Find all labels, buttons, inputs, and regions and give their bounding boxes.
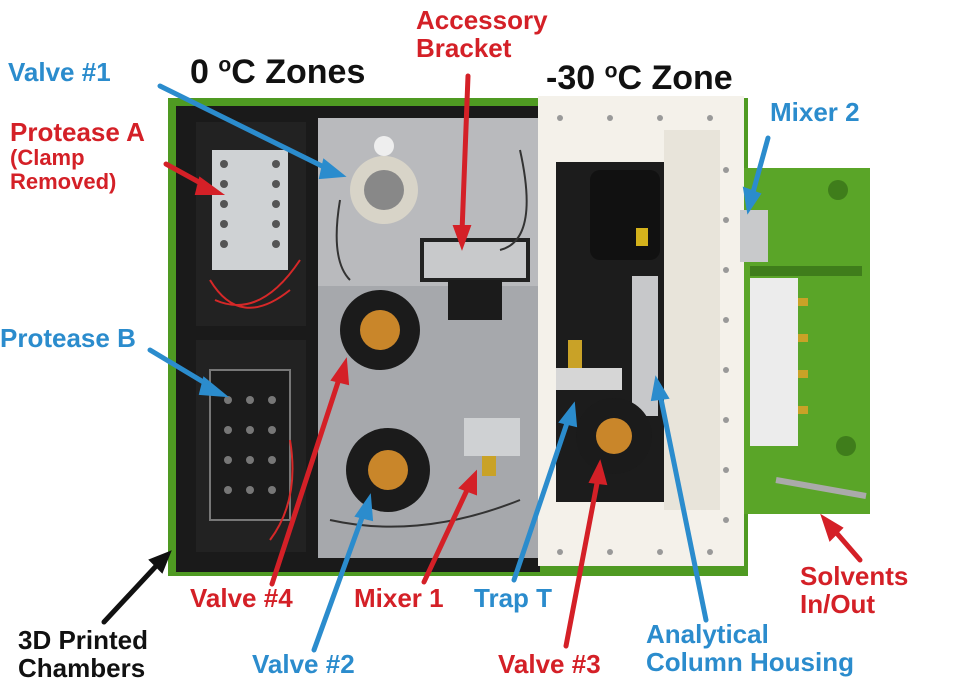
label-solvents-line-1: Solvents — [800, 561, 909, 591]
label-valve-3: Valve #3 — [498, 649, 601, 679]
arrow-protease-b — [147, 347, 213, 389]
label-protease-a-line-2: (Clamp — [10, 145, 85, 171]
arrow-accessory-bracket — [459, 73, 471, 235]
arrow-valve-1 — [157, 83, 333, 173]
label-valve-2: Valve #2 — [252, 649, 355, 679]
label-solvents-line-2: In/Out — [800, 589, 876, 620]
zone-30c-value: -30 — [546, 59, 605, 97]
label-protease-a-line-3: Removed) — [10, 168, 117, 194]
arrow-mixer-2 — [749, 135, 771, 199]
mixer-1-block — [464, 418, 520, 456]
arrow-solvents — [831, 527, 863, 563]
cold-head — [590, 170, 660, 260]
arrow-valve-4 — [269, 373, 343, 587]
valve-1-body — [350, 136, 418, 224]
valve-2-body — [346, 428, 430, 512]
arrow-valve-2 — [311, 509, 367, 653]
zone-0c-unit: C Zones — [231, 53, 366, 91]
label-accessory-bracket: Accessory Bracket — [416, 6, 548, 62]
label-mixer-1: Mixer 1 — [354, 583, 444, 613]
accessory-bracket-mount — [448, 280, 502, 320]
zone-0c-degree: o — [218, 53, 232, 77]
solvent-chamber-shelf — [750, 266, 862, 276]
label-printed-chambers: 3D Printed Chambers — [18, 626, 148, 682]
valve-4-body — [340, 290, 420, 370]
trap-t-bracket — [556, 368, 622, 390]
cold-housing-rim — [664, 130, 720, 510]
label-trap-t: Trap T — [474, 583, 553, 613]
zone-30c-heading: -30 oC Zone — [546, 60, 733, 97]
mixer-1-fitting — [482, 456, 496, 476]
pump-label-card — [750, 278, 798, 446]
label-protease-a: Protease A (Clamp Removed) — [10, 118, 145, 194]
mixer-2-body — [740, 210, 768, 262]
label-solvents: Solvents In/Out — [800, 562, 908, 618]
label-printed-line-2: Chambers — [18, 653, 146, 684]
protease-a-column — [212, 150, 288, 270]
label-valve-1: Valve #1 — [8, 57, 111, 87]
label-protease-b: Protease B — [0, 323, 136, 353]
label-analytical-housing: Analytical Column Housing — [646, 620, 854, 676]
cold-head-label — [636, 228, 648, 246]
label-mixer-2: Mixer 2 — [770, 97, 860, 127]
label-analytical-line-1: Analytical — [646, 619, 769, 649]
trap-t-column — [568, 340, 582, 368]
label-analytical-line-2: Column Housing — [646, 647, 854, 678]
accessory-bracket-body — [420, 238, 530, 282]
arrow-trap-t — [511, 417, 571, 583]
arrow-printed-chambers — [101, 561, 161, 625]
zone-30c-degree: o — [604, 59, 618, 83]
arrow-analytical — [657, 391, 709, 623]
label-protease-a-line-1: Protease A — [10, 117, 145, 147]
label-printed-line-1: 3D Printed — [18, 625, 149, 655]
label-accessory-line-1: Accessory — [416, 5, 548, 35]
label-valve-4: Valve #4 — [190, 583, 293, 613]
valve-3-body — [576, 398, 652, 474]
arrow-mixer-1 — [421, 485, 471, 585]
label-accessory-line-2: Bracket — [416, 33, 512, 64]
zone-0c-heading: 0 oC Zones — [190, 54, 365, 91]
zone-30c-unit: C Zone — [617, 59, 733, 97]
zone-0c-value: 0 — [190, 53, 219, 91]
arrow-valve-3 — [563, 475, 601, 649]
